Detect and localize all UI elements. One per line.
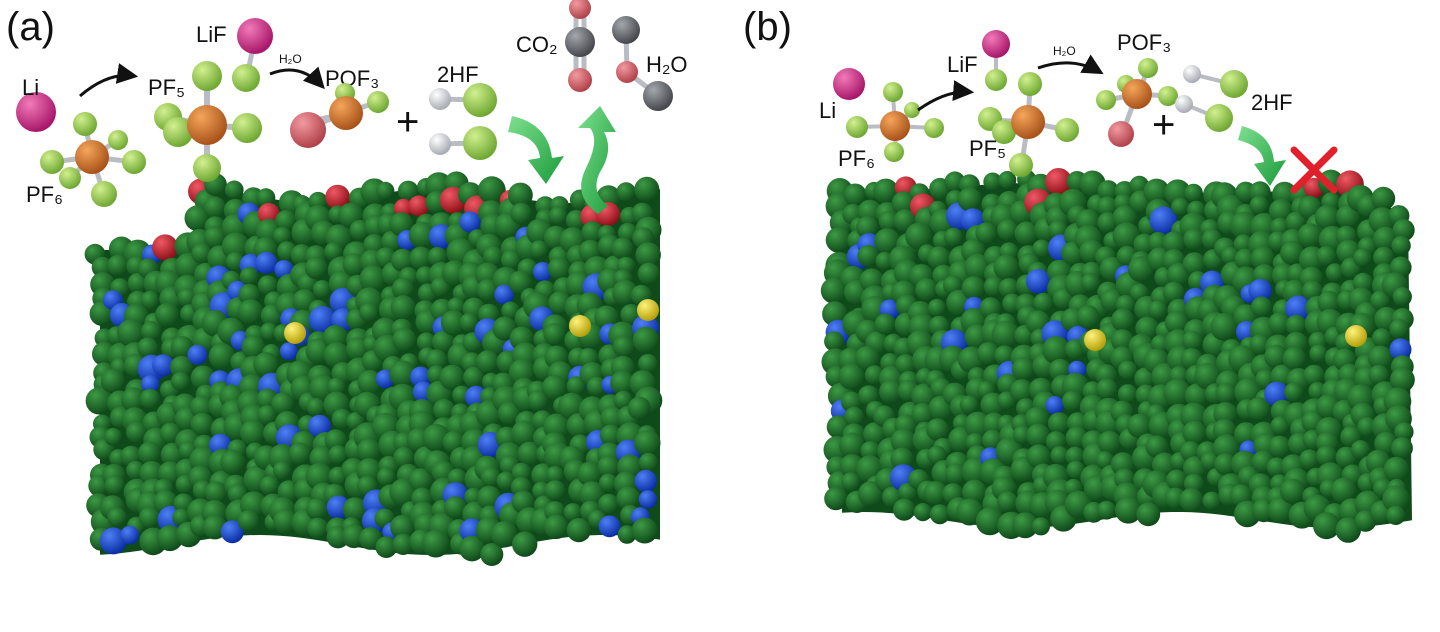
electrode-surface-slab-b (820, 168, 1415, 543)
h2o-small-label-a: H₂O (279, 52, 302, 66)
li-label-b: Li (819, 98, 836, 123)
pf5-label-a: PF₅ (148, 75, 185, 100)
panel-b-label: (b) (743, 5, 792, 49)
reaction-arrow-down-b (1238, 126, 1286, 186)
li-atom-b (833, 68, 865, 100)
pf6-label-b: PF₆ (838, 146, 875, 171)
hf2-label-b: 2HF (1251, 90, 1293, 115)
release-arrow-up-a (578, 106, 616, 214)
pf6-label-a: PF₆ (26, 182, 63, 207)
co2-label-a: CO₂ (516, 32, 558, 57)
panel-a-label: (a) (6, 5, 55, 49)
reaction-arrow-a1 (79, 63, 139, 98)
hf2-label-a: 2HF (437, 62, 479, 87)
li-label-a: Li (22, 75, 39, 100)
hf-molecules-a (429, 83, 497, 160)
lif-label-a: LiF (196, 22, 227, 47)
lif-label-b: LiF (947, 52, 978, 77)
li-atom-a (16, 92, 56, 132)
hf-molecules-b (1175, 65, 1248, 132)
pof3-molecule-b (1096, 58, 1178, 147)
h2o-molecule-a (612, 16, 673, 111)
reaction-arrow-down-a (508, 116, 564, 184)
pf5-label-b: PF₅ (969, 136, 1006, 161)
reaction-arrow-b1 (917, 80, 975, 112)
panel-b: (b) Li PF₆ (743, 5, 1338, 194)
pf6-molecule-a (40, 112, 146, 207)
pof3-molecule-a (290, 83, 389, 148)
reaction-arrow-b2 (1037, 54, 1104, 75)
plus-sign-a: + (396, 100, 419, 144)
electrode-surface-slab-a (84, 171, 663, 566)
panel-a: (a) Li PF₆ PF₅ (6, 0, 688, 214)
co2-molecule-a (565, 0, 595, 92)
h2o-label-a: H₂O (646, 52, 688, 77)
h2o-small-label-b: H₂O (1053, 44, 1076, 58)
plus-sign-b: + (1152, 103, 1175, 147)
reaction-arrow-a2 (269, 66, 325, 90)
pof3-label-b: POF₃ (1117, 30, 1171, 55)
lif-molecule-b (982, 30, 1010, 91)
blocked-cross-icon (1290, 146, 1338, 194)
pf5-molecule-a (154, 61, 262, 182)
pf5-molecule-b (978, 72, 1079, 177)
pf6-molecule-b (846, 82, 944, 162)
lif-molecule-a (232, 18, 273, 92)
